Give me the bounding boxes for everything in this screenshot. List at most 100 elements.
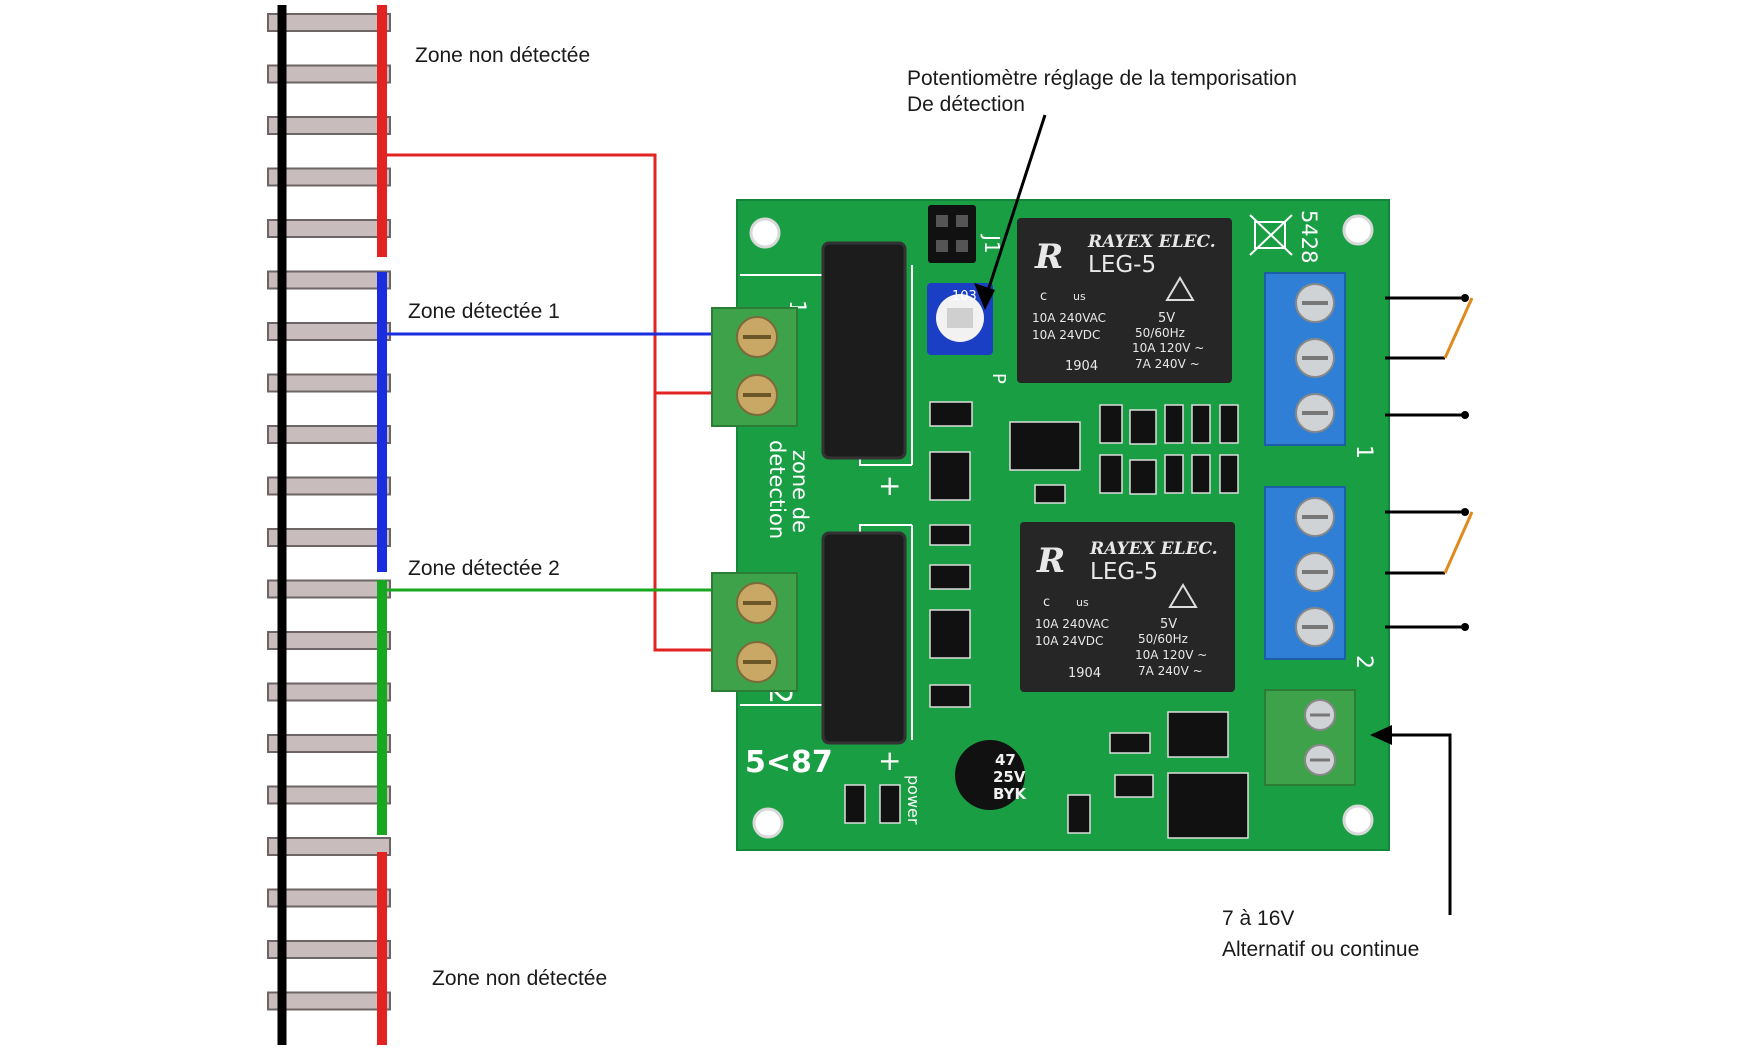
jumper-j1 xyxy=(928,205,976,263)
relay-1-warning-icon xyxy=(1165,276,1195,301)
relay-2-brand: RAYEX ELEC. xyxy=(1089,539,1218,559)
detection-coil-2 xyxy=(823,533,905,743)
track-sleeper xyxy=(267,322,391,341)
relay-2-coil: 5V xyxy=(1160,617,1177,632)
track-sleeper xyxy=(267,116,391,135)
pot-mark: P xyxy=(988,373,1009,384)
input-terminal-2 xyxy=(711,572,798,692)
board-reference: 5428 xyxy=(1297,210,1321,263)
label-zone-bottom: Zone non détectée xyxy=(432,967,607,990)
track-sleeper xyxy=(267,476,391,496)
relay-output-1-number: 1 xyxy=(1351,445,1376,459)
relay-2-date: 1904 xyxy=(1068,666,1101,681)
track-sleeper xyxy=(267,425,391,444)
relay-output-2-number: 2 xyxy=(1351,655,1376,669)
power-terminal xyxy=(1264,689,1356,786)
label-zone-2: Zone détectée 2 xyxy=(408,557,560,580)
detection-coil-1 xyxy=(823,243,905,458)
weee-bin-icon xyxy=(1249,214,1293,256)
relay-output-terminal-2 xyxy=(1264,486,1346,660)
cap-voltage: 25V xyxy=(993,768,1026,786)
zone-detection-label-2: detection xyxy=(765,440,789,539)
jumper-label: J1 xyxy=(980,233,1004,254)
mounting-hole xyxy=(1342,214,1374,246)
track-sleeper xyxy=(267,270,391,290)
relay-output-terminal-1 xyxy=(1264,272,1346,446)
power-label: power xyxy=(904,775,923,825)
cap-value: 47 xyxy=(995,751,1016,769)
track-sleeper xyxy=(267,631,391,650)
track-sleeper xyxy=(267,167,391,187)
pot-value: 103 xyxy=(952,289,977,304)
relay-2-ul: c xyxy=(1043,595,1050,610)
relay-2-logo: R xyxy=(1036,541,1065,581)
relay-1-ul2: us xyxy=(1073,290,1086,303)
relay-2-freq: 50/60Hz xyxy=(1138,632,1188,646)
relay-2-ul2: us xyxy=(1076,596,1089,609)
relay-2-r4: 7A 240V ~ xyxy=(1138,664,1203,678)
input-terminal-1 xyxy=(711,307,798,427)
relay-1-date: 1904 xyxy=(1065,359,1098,374)
zone-detection-label-1: zone de xyxy=(788,450,812,533)
track xyxy=(267,5,391,1045)
annotation-labels: Zone non détectée Zone détectée 1 Zone d… xyxy=(408,44,1419,990)
mounting-hole xyxy=(1342,804,1374,836)
track-sleeper xyxy=(267,940,391,959)
relay-1: R RAYEX ELEC. LEG-5 c us 10A 240VAC 10A … xyxy=(1017,218,1232,383)
track-sleeper xyxy=(267,991,391,1011)
relay-2-warning-icon xyxy=(1168,583,1198,608)
relay-1-r4: 7A 240V ~ xyxy=(1135,357,1200,371)
timing-potentiometer: 103 xyxy=(927,283,993,355)
feed-wires xyxy=(382,153,712,652)
track-sleeper xyxy=(267,785,391,805)
relay-2-rating-1: 10A 240VAC xyxy=(1035,617,1109,631)
label-pot-line-1: Potentiomètre réglage de la temporisatio… xyxy=(907,67,1297,90)
track-sleeper xyxy=(267,734,391,753)
track-sleeper xyxy=(267,64,391,84)
relay-1-rating-1: 10A 240VAC xyxy=(1032,311,1106,325)
pot-arrow-line xyxy=(983,114,1047,301)
pot-arrowhead xyxy=(974,283,995,310)
relay-2-rating-2: 10A 24VDC xyxy=(1035,634,1103,648)
label-zone-1: Zone détectée 1 xyxy=(408,300,560,323)
relay-2-r3: 10A 120V ~ xyxy=(1135,648,1207,662)
electrolytic-capacitor: 47 25V BYK xyxy=(955,740,1027,810)
label-pot-line-2: De détection xyxy=(907,93,1025,116)
smd-components xyxy=(844,401,1249,839)
red-common-wire xyxy=(382,153,712,652)
annotation-arrows xyxy=(974,114,1452,915)
track-sleeper xyxy=(267,373,391,393)
relay-1-logo: R xyxy=(1034,237,1063,277)
relay-1-ul: c xyxy=(1040,289,1047,304)
plus-sign-2: + xyxy=(878,744,901,777)
relay-1-coil: 5V xyxy=(1158,311,1175,326)
relay-2: R RAYEX ELEC. LEG-5 c us 10A 240VAC 10A … xyxy=(1020,522,1235,692)
relay-2-model: LEG-5 xyxy=(1090,559,1158,585)
mounting-hole xyxy=(749,217,781,249)
sleepers xyxy=(267,13,391,1011)
cap-series: BYK xyxy=(993,785,1027,803)
label-zone-top: Zone non détectée xyxy=(415,44,590,67)
track-sleeper xyxy=(267,682,391,702)
relay-1-model: LEG-5 xyxy=(1088,252,1156,278)
track-sleeper xyxy=(267,219,391,238)
relay-1-r3: 10A 120V ~ xyxy=(1132,341,1204,355)
power-arrow-line xyxy=(1385,733,1452,915)
track-sleeper xyxy=(267,528,391,547)
detector-board: J1 1 2 zone de detection + + 5<87 power … xyxy=(711,199,1390,851)
board-model: 5<87 xyxy=(745,745,833,780)
track-sleeper xyxy=(267,13,391,32)
mounting-hole xyxy=(752,807,784,839)
power-arrowhead xyxy=(1370,725,1392,745)
track-sleeper xyxy=(267,888,391,908)
relay-1-brand: RAYEX ELEC. xyxy=(1087,232,1216,252)
relay-contact-symbols xyxy=(1385,294,1474,631)
label-power-line-2: Alternatif ou continue xyxy=(1222,938,1419,961)
track-sleeper xyxy=(267,837,391,856)
plus-sign-1: + xyxy=(878,469,901,502)
label-power-line-1: 7 à 16V xyxy=(1222,907,1294,930)
relay-1-freq: 50/60Hz xyxy=(1135,326,1185,340)
relay-1-rating-2: 10A 24VDC xyxy=(1032,328,1100,342)
